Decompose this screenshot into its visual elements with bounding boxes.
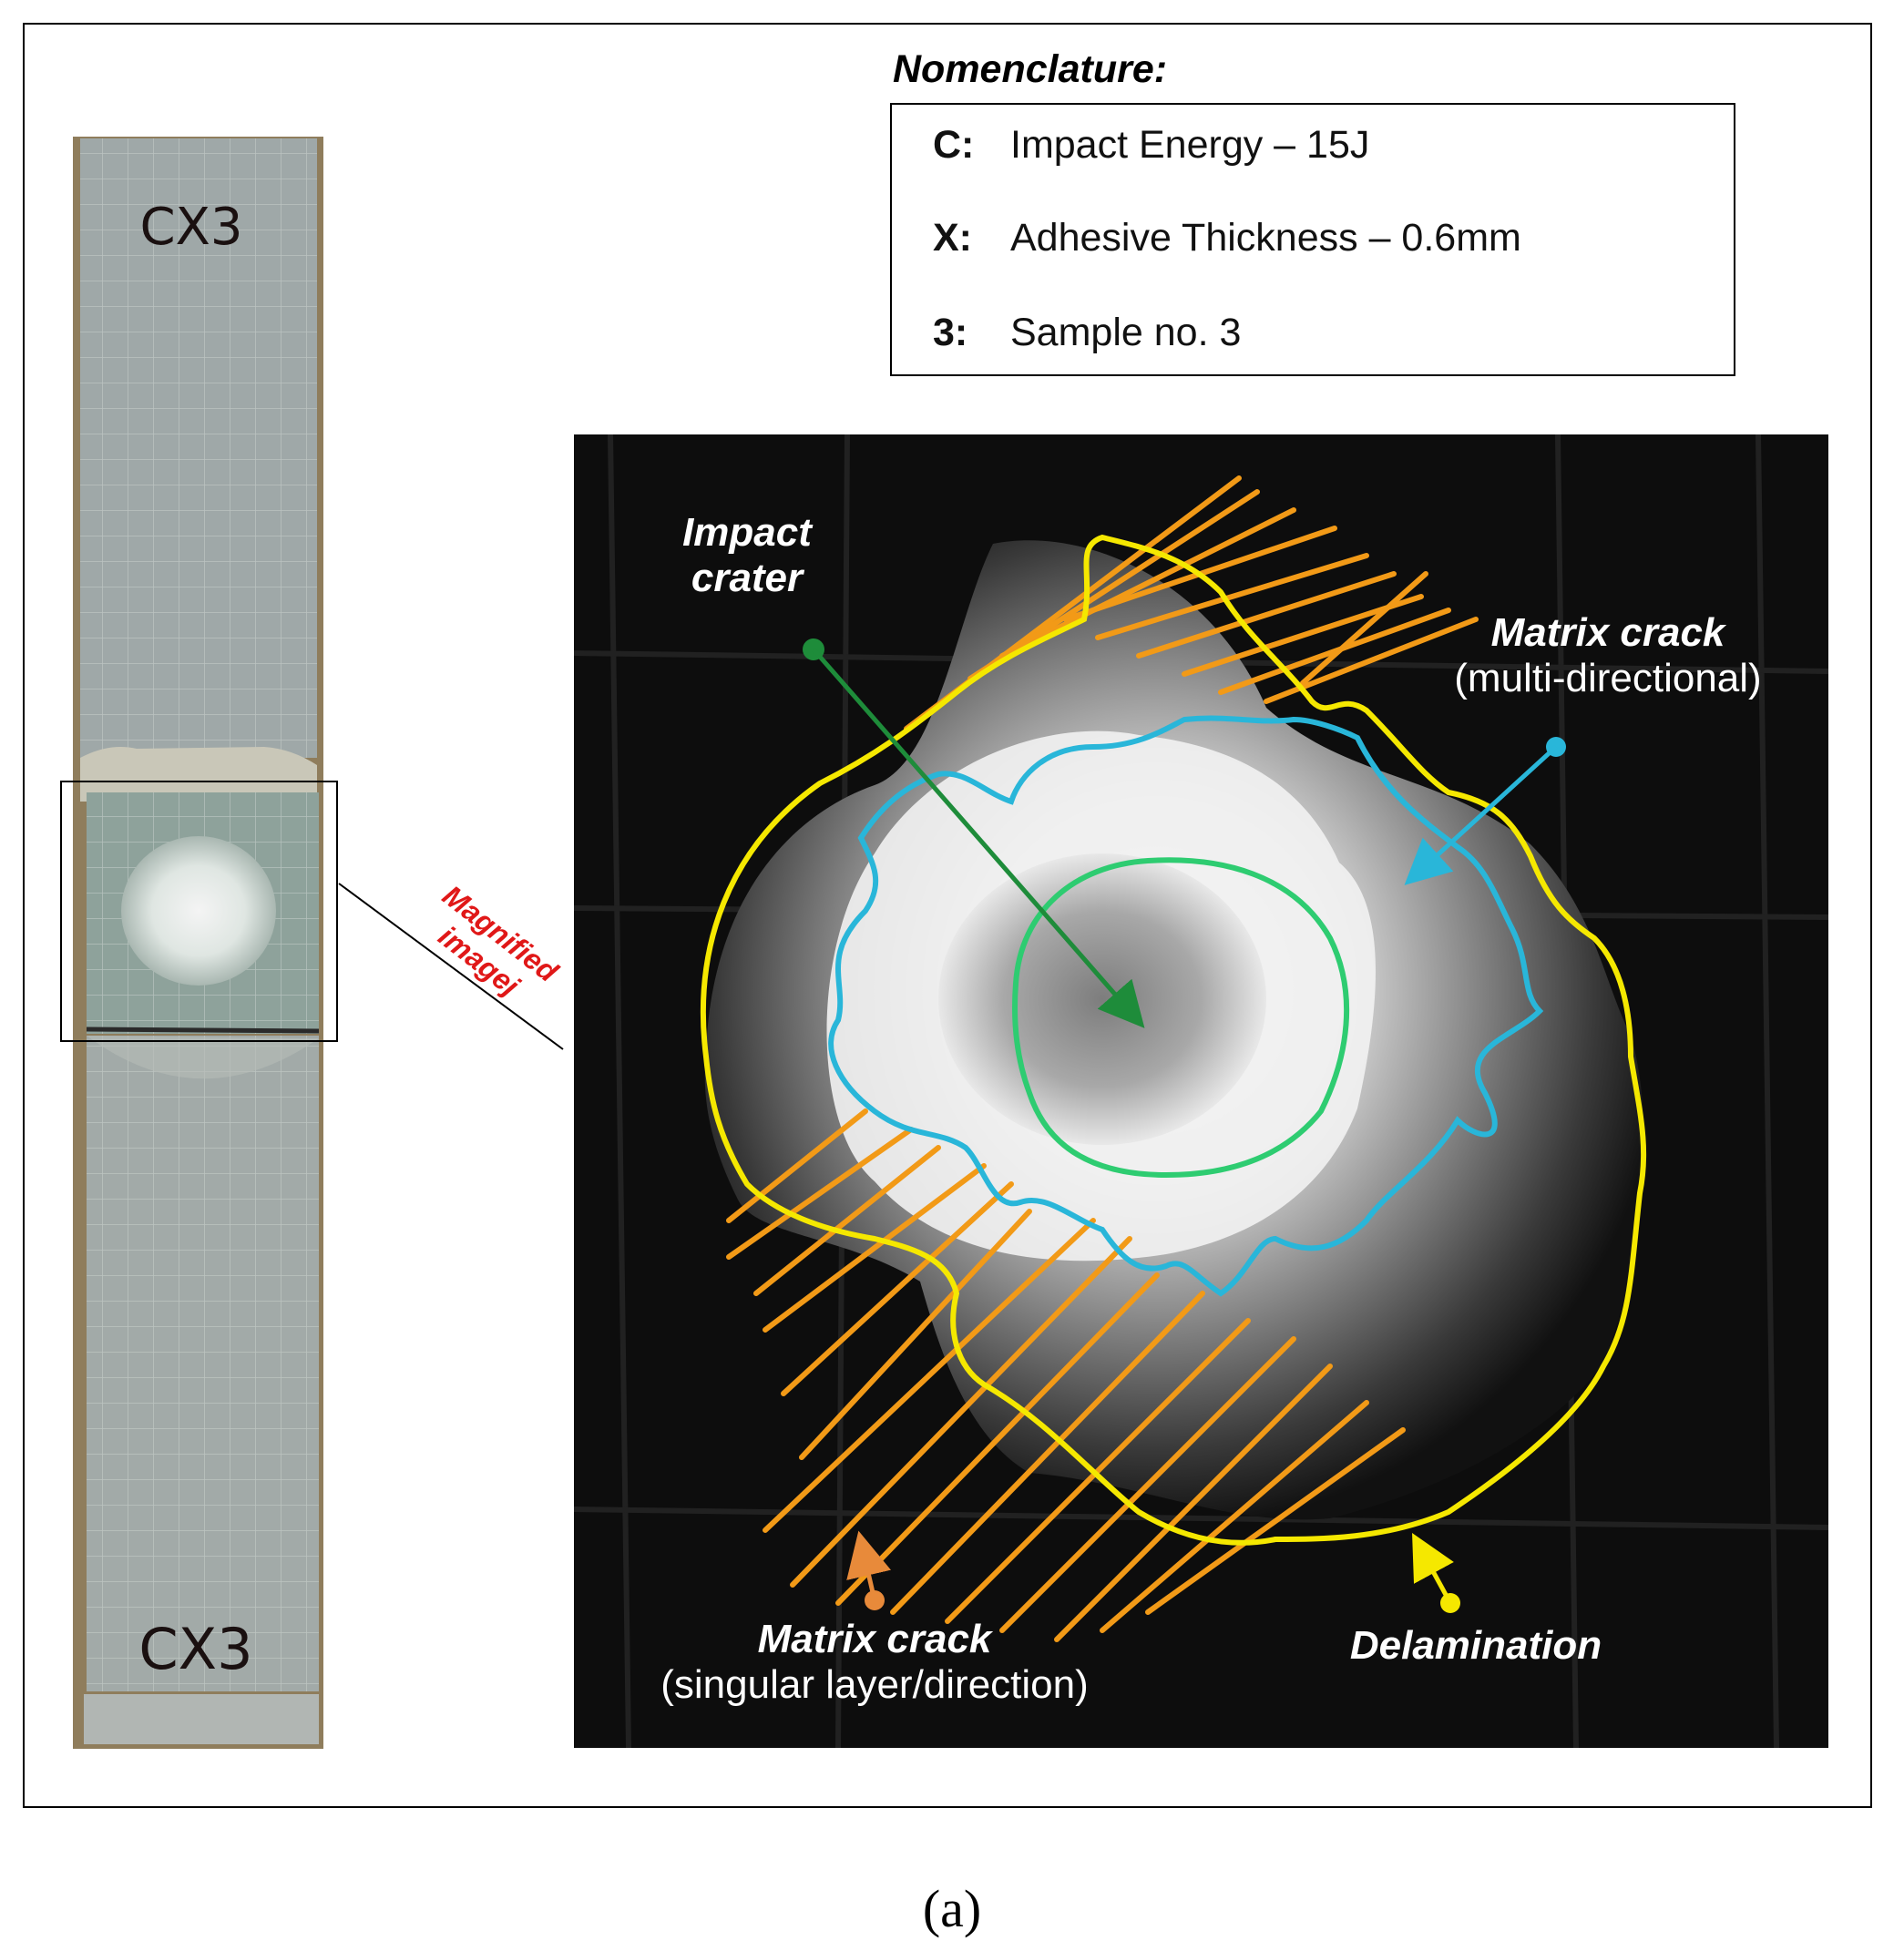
nomenclature-key: 3: — [933, 311, 968, 354]
nomenclature-box: C: Impact Energy – 15J X: Adhesive Thick… — [890, 103, 1735, 376]
nomenclature-row-3: 3: Sample no. 3 — [892, 311, 1734, 365]
nomenclature-row-c: C: Impact Energy – 15J — [892, 123, 1734, 178]
matrix-crack-multi-label: Matrix crack(multi-directional) — [1454, 610, 1762, 700]
figure-frame — [23, 23, 1872, 1808]
figure-caption: (a) — [922, 1879, 982, 1938]
nomenclature-row-x: X: Adhesive Thickness – 0.6mm — [892, 216, 1734, 271]
nomenclature-key: X: — [933, 216, 972, 260]
specimen-label-top: CX3 — [139, 198, 242, 257]
nomenclature-key: C: — [933, 123, 975, 167]
magnified-region-box — [60, 781, 338, 1042]
delamination-label: Delamination — [1349, 1623, 1602, 1668]
matrix-crack-single-label: Matrix crack(singular layer/direction) — [660, 1617, 1089, 1707]
specimen-label-bottom: CX3 — [138, 1616, 252, 1682]
nomenclature-title: Nomenclature: — [893, 47, 1168, 91]
nomenclature-text: Sample no. 3 — [1010, 311, 1242, 354]
nomenclature-text: Adhesive Thickness – 0.6mm — [1010, 216, 1521, 260]
nomenclature-text: Impact Energy – 15J — [1010, 123, 1370, 167]
specimen-photo: CX3 CX3 — [60, 137, 338, 1749]
